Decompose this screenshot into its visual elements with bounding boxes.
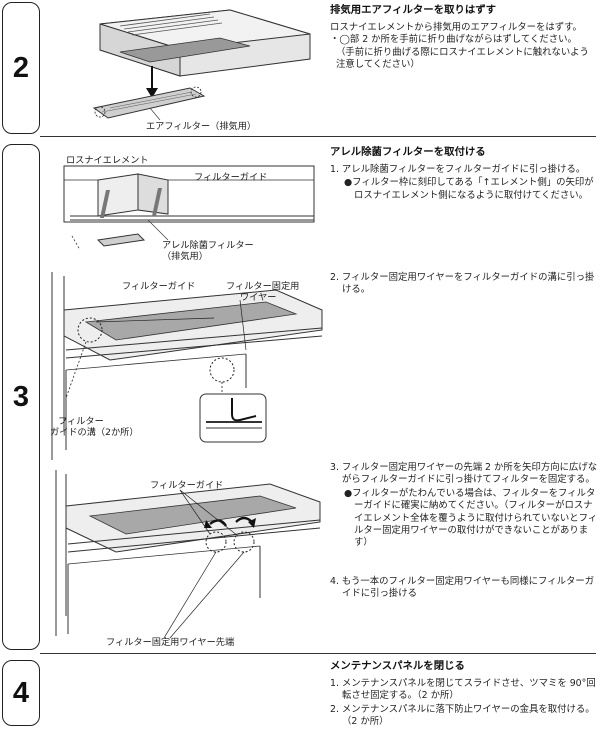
label-filter-guide: フィルターガイド [194,172,268,183]
step4-item-1: 1. メンテナンスパネルを閉じてスライドさせ、ツマミを 90°回転させ固定する。… [330,677,596,702]
step3-item-1: 1. アレル除菌フィルターをフィルターガイドに引っ掛ける。 [330,163,586,175]
step3-title: アレル除菌フィルターを取付ける [330,146,486,158]
step3-text-4: 4. もう一本のフィルター固定用ワイヤーも同様にフィルターガイドに引っ掛ける [330,576,598,602]
figure-air-filter-removal [80,4,320,124]
step4-title: メンテナンスパネルを閉じる [330,660,465,672]
step2-note1: ・◯部 2 か所を手前に折り曲げながらはずしてください。 [330,34,577,46]
step2-note2: （手前に折り曲げる際にロスナイエレメントに触れないよう注意してください） [336,46,589,70]
step3-item-3-note: ●フィルターがたわんでいる場合は、フィルターをフィルターガイドに確実に納めてくだ… [344,487,598,549]
step3-item-3: 3. フィルター固定用ワイヤーの先端 2 か所を矢印方向に広げながらフィルターガ… [330,462,598,486]
label-fixing-wire-2: ワイヤー [240,292,277,303]
step-number-3: 3 [2,144,40,650]
figure-wire-tip [50,466,328,642]
step4-text: メンテナンスパネルを閉じる 1. メンテナンスパネルを閉じてスライドさせ、ツマミ… [330,660,598,729]
label-wire-tip: フィルター固定用ワイヤー先端 [106,637,235,648]
step3-item-4: 4. もう一本のフィルター固定用ワイヤーも同様にフィルターガイドに引っ掛ける [330,576,595,600]
label-fixing-wire: フィルター固定用 [226,281,300,292]
label-filter-guide-3: フィルターガイド [150,480,224,491]
step-number-2: 2 [2,2,40,134]
figure-filter-guide [58,150,328,260]
separator [40,136,596,137]
label-guide-groove: フィルター [58,416,104,427]
label-rosnay-element: ロスナイエレメント [66,155,149,166]
step3-text-1: アレル除菌フィルターを取付ける 1. アレル除菌フィルターをフィルターガイドに引… [330,146,598,202]
caption-air-filter: エアフィルター（排気用） [146,121,257,132]
step2-title: 排気用エアフィルターを取りはずす [330,4,497,16]
step2-text: 排気用エアフィルターを取りはずす ロスナイエレメントから排気用のエアフィルターを… [330,4,598,71]
label-filter-guide-2: フィルターガイド [122,281,196,292]
separator [40,653,596,654]
step4-item-2: 2. メンテナンスパネルに落下防止ワイヤーの金具を取付ける。（2 か所） [330,703,595,727]
step3-text-2: 2. フィルター固定用ワイヤーをフィルターガイドの溝に引っ掛ける。 [330,272,598,298]
step-number-4: 4 [2,660,40,726]
step2-body: ロスナイエレメントから排気用のエアフィルターをはずす。 [330,21,582,33]
step3-text-3: 3. フィルター固定用ワイヤーの先端 2 か所を矢印方向に広げながらフィルターガ… [330,462,598,550]
figure-wire-groove [46,270,328,460]
step3-item-1-note: ●フィルター枠に刻印してある「↑エレメント側」の矢印がロスナイエレメント側になる… [344,177,594,201]
label-allergy-filter: アレル除菌フィルター [162,240,254,251]
label-guide-groove-2: ガイドの溝（2か所） [50,427,139,438]
step3-item-2: 2. フィルター固定用ワイヤーをフィルターガイドの溝に引っ掛ける。 [330,272,595,296]
label-exhaust: （排気用） [162,251,208,262]
